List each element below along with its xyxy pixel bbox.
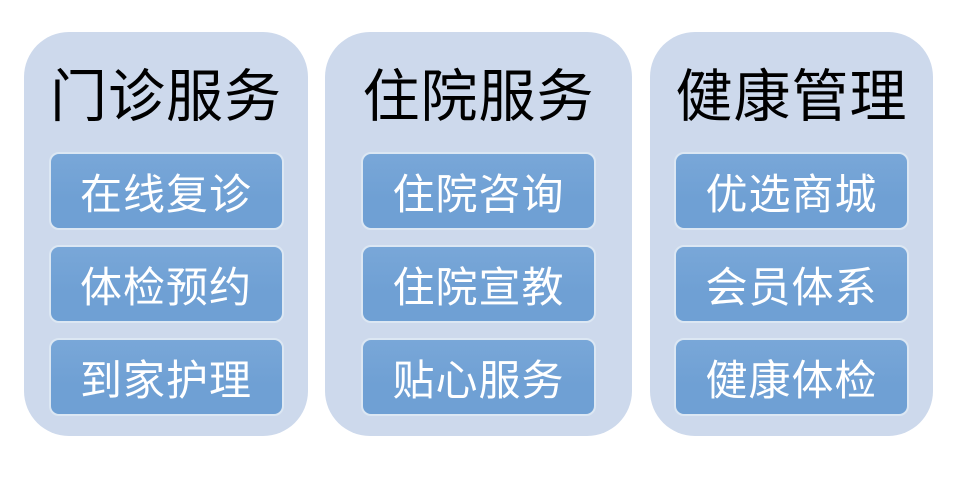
inpatient-services-title: 住院服务	[362, 66, 595, 129]
button-hospitalization-consult[interactable]: 住院咨询	[361, 152, 596, 230]
health-management-title: 健康管理	[675, 66, 908, 129]
button-preferred-mall[interactable]: 优选商城	[674, 152, 909, 230]
button-checkup-appointment[interactable]: 体检预约	[48, 245, 284, 323]
button-health-checkup[interactable]: 健康体检	[674, 338, 909, 416]
button-home-nursing[interactable]: 到家护理	[48, 338, 284, 416]
outpatient-services-title: 门诊服务	[50, 66, 282, 129]
card-outpatient-services: 门诊服务 在线复诊 体检预约 到家护理	[24, 32, 308, 436]
card-health-management: 健康管理 优选商城 会员体系 健康体检	[650, 32, 933, 436]
button-hospitalization-education[interactable]: 住院宣教	[361, 245, 596, 323]
button-online-follow-up[interactable]: 在线复诊	[48, 152, 284, 230]
card-inpatient-services: 住院服务 住院咨询 住院宣教 贴心服务	[325, 32, 632, 436]
button-membership-system[interactable]: 会员体系	[674, 245, 909, 323]
button-caring-service[interactable]: 贴心服务	[361, 338, 596, 416]
